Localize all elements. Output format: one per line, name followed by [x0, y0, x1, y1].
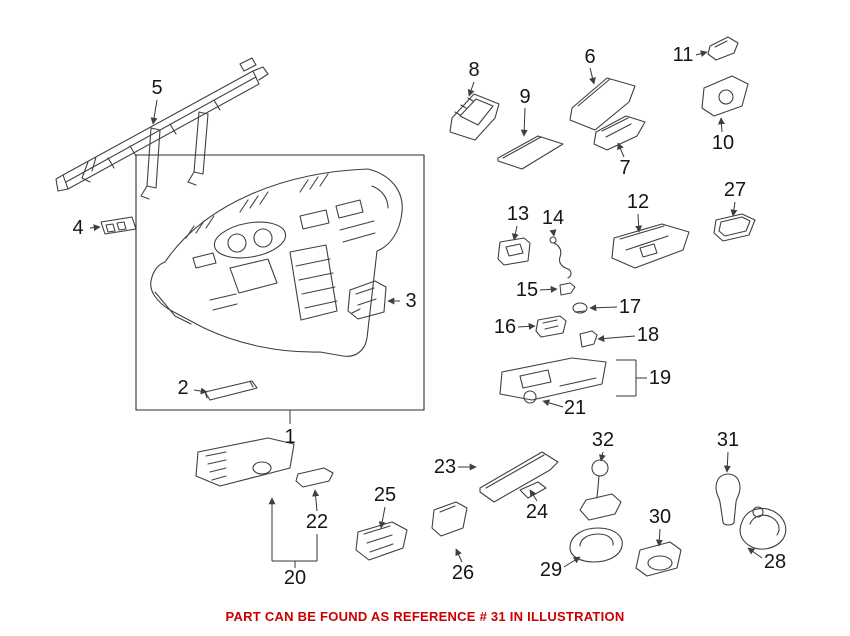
part-7-vent-panel-drawing — [593, 115, 646, 151]
part-15-clip-drawing — [559, 282, 576, 296]
leader-lines — [89, 50, 763, 568]
part-30-cup-insert-drawing — [635, 541, 682, 577]
part-18-clip-drawing — [579, 330, 598, 348]
part-32-shifter-drawing — [579, 459, 622, 521]
part-23-sill-strip-drawing — [479, 451, 559, 503]
part-29-shift-boot-drawing — [569, 527, 623, 563]
part-19-lower-trim-assembly-drawing — [499, 357, 607, 404]
part-11-small-bracket-drawing — [707, 36, 739, 61]
part-22-trim-strip-drawing — [295, 467, 334, 488]
part-25-support-bracket-drawing — [355, 521, 408, 561]
reference-note: PART CAN BE FOUND AS REFERENCE # 31 IN I… — [225, 609, 625, 624]
part-17-knob-drawing — [572, 302, 588, 314]
part-6-upper-panel-drawing — [569, 77, 636, 131]
part-12-center-trim-drawing — [611, 223, 690, 269]
part-31-gear-knob-drawing — [715, 473, 741, 526]
part-24-strip-end-drawing — [519, 481, 547, 499]
part-4-bracket-drawing — [100, 216, 137, 235]
part-13-switch-panel-drawing — [497, 237, 531, 266]
part-1-bounding-box — [135, 154, 425, 411]
part-16-switch-drawing — [535, 315, 567, 338]
part-10-speaker-panel-drawing — [701, 75, 749, 117]
part-20-lower-cover-drawing — [195, 437, 295, 487]
part-14-hook-drawing — [549, 236, 572, 279]
part-2-trim-strip-drawing — [204, 380, 258, 401]
part-26-bracket-drawing — [431, 501, 468, 537]
part-21-grommet-drawing — [523, 390, 537, 404]
part-9-tray-panel-drawing — [497, 135, 564, 170]
part-5-crossmember-drawing — [55, 57, 269, 200]
part-28-boot-ring-drawing — [739, 506, 787, 550]
part-3-side-bracket-drawing — [347, 280, 387, 320]
part-27-trim-plate-drawing — [713, 213, 756, 242]
part-1-instrument-panel-drawing — [150, 168, 403, 357]
part-8-glovebox-lid-drawing — [449, 93, 500, 141]
